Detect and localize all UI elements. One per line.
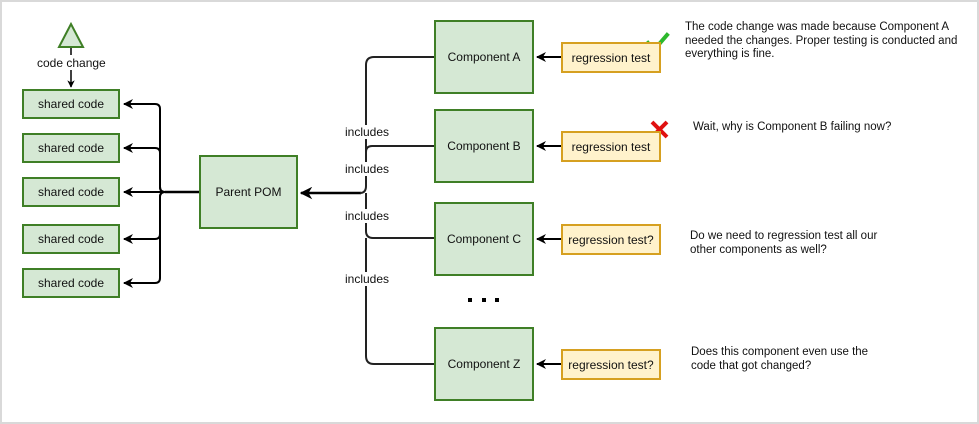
ellipsis-dot — [468, 298, 472, 302]
note-component-b: Wait, why is Component B failing now? — [693, 121, 892, 133]
parent-pom-box[interactable]: Parent POM — [199, 155, 298, 229]
code-change-label: code change — [36, 56, 107, 70]
component-z-box[interactable]: Component Z — [434, 327, 534, 401]
includes-label: includes — [344, 162, 391, 176]
triangle-icon — [57, 21, 85, 48]
component-b-box[interactable]: Component B — [434, 109, 534, 183]
shared-code-box[interactable]: shared code — [22, 177, 120, 207]
component-a-box[interactable]: Component A — [434, 20, 534, 94]
ellipsis — [468, 298, 499, 302]
regression-test-z[interactable]: regression test? — [561, 349, 661, 380]
note-component-a: The code change was made because Compone… — [685, 21, 958, 60]
shared-code-box[interactable]: shared code — [22, 133, 120, 163]
shared-code-box[interactable]: shared code — [22, 89, 120, 119]
include-connectors — [299, 56, 434, 365]
includes-label: includes — [344, 272, 391, 286]
shared-code-connectors — [123, 99, 199, 288]
note-component-z: Does this component even use the code th… — [691, 346, 869, 372]
test-arrows — [536, 52, 561, 369]
includes-label: includes — [344, 209, 391, 223]
regression-test-c[interactable]: regression test? — [561, 224, 661, 255]
note-component-c: Do we need to regression test all our ot… — [690, 230, 878, 256]
shared-code-box[interactable]: shared code — [22, 224, 120, 254]
component-c-box[interactable]: Component C — [434, 202, 534, 276]
ellipsis-dot — [482, 298, 486, 302]
ellipsis-dot — [495, 298, 499, 302]
includes-label: includes — [344, 125, 391, 139]
regression-test-a[interactable]: regression test — [561, 42, 661, 73]
regression-test-b[interactable]: regression test — [561, 131, 661, 162]
shared-code-box[interactable]: shared code — [22, 268, 120, 298]
